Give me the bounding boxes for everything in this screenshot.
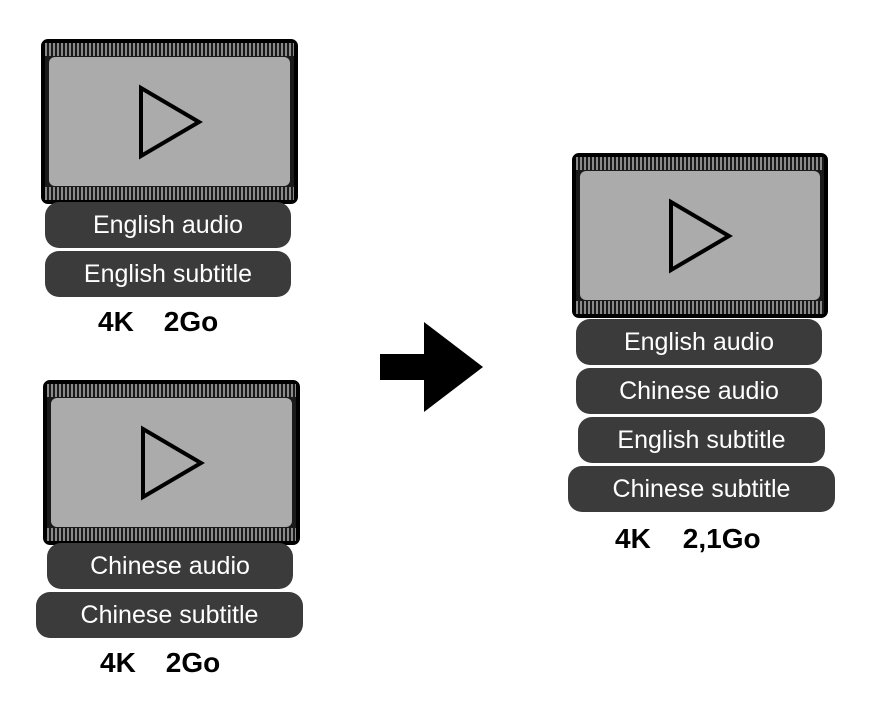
- track-chinese-audio: Chinese audio: [576, 368, 822, 414]
- resolution-label: 4K: [100, 647, 136, 678]
- video-screen: [580, 171, 820, 300]
- track-english-subtitle: English subtitle: [45, 251, 291, 297]
- result-info: 4K 2,1Go: [615, 523, 761, 555]
- size-label: 2,1Go: [682, 523, 761, 554]
- arrow-right-icon: [380, 322, 483, 412]
- track-chinese-subtitle: Chinese subtitle: [568, 466, 835, 512]
- video-screen: [51, 398, 292, 527]
- film-strip-bottom: [45, 187, 294, 200]
- resolution-label: 4K: [615, 523, 651, 554]
- track-english-audio: English audio: [45, 202, 291, 248]
- resolution-label: 4K: [98, 306, 134, 337]
- track-english-subtitle: English subtitle: [578, 417, 825, 463]
- video-file-icon: [43, 380, 300, 545]
- play-icon: [140, 425, 205, 500]
- video-file-icon: [41, 39, 298, 204]
- track-chinese-subtitle: Chinese subtitle: [36, 592, 303, 638]
- film-strip-bottom: [47, 528, 296, 541]
- film-strip-top: [576, 157, 824, 170]
- play-icon: [669, 198, 733, 273]
- film-strip-top: [45, 43, 294, 56]
- play-icon: [138, 84, 203, 159]
- source-1-info: 4K 2Go: [98, 306, 218, 338]
- size-label: 2Go: [165, 647, 221, 678]
- track-english-audio: English audio: [576, 319, 822, 365]
- film-strip-top: [47, 384, 296, 397]
- video-file-icon: [572, 153, 828, 318]
- size-label: 2Go: [163, 306, 219, 337]
- track-chinese-audio: Chinese audio: [47, 543, 293, 589]
- video-screen: [49, 57, 290, 186]
- film-strip-bottom: [576, 301, 824, 314]
- source-2-info: 4K 2Go: [100, 647, 220, 679]
